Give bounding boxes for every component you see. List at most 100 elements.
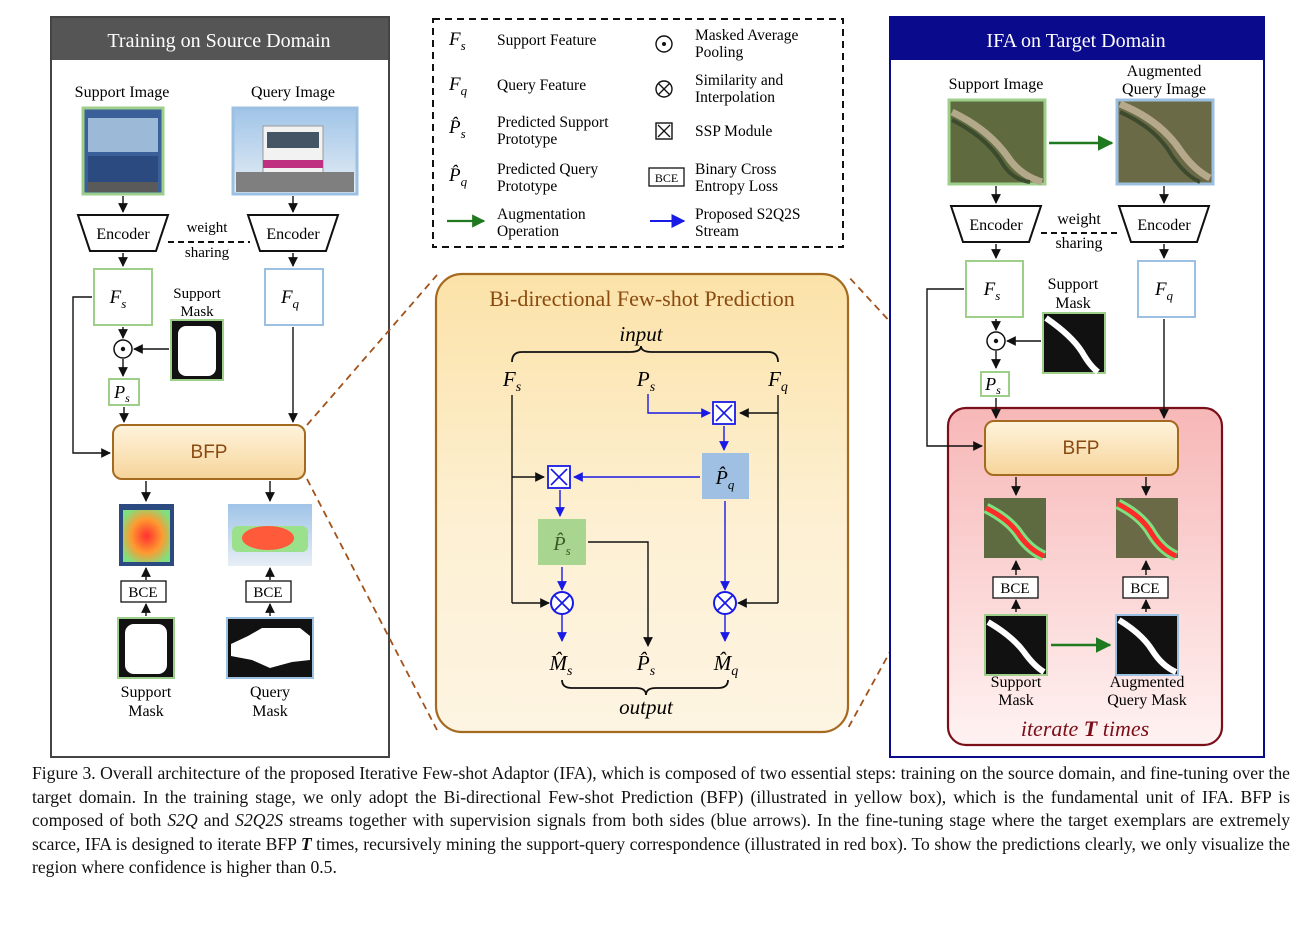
right-bfp-block: [984, 420, 1179, 476]
left-support-mask-image: [170, 319, 224, 381]
bfp-ps-hat-label: P̂s: [552, 532, 570, 558]
legend-ps-hat-text-1: Predicted Support: [497, 114, 609, 131]
caption-t: T: [300, 833, 312, 854]
right-query-bce-label: BCE: [1130, 581, 1159, 597]
left-ps-box: [108, 378, 140, 406]
left-support-encoder: [76, 214, 170, 252]
legend-map-text-2: Pooling: [695, 44, 743, 61]
right-support-mask-image: [1042, 312, 1106, 375]
left-bfp-label: BFP: [191, 442, 228, 463]
left-query-encoder-label: Encoder: [266, 226, 320, 243]
left-fq-box: [264, 268, 324, 326]
bfp-ps-label: Ps: [636, 367, 656, 395]
right-bottom-aug-label-2: Query Mask: [1107, 692, 1187, 709]
right-support-prediction-image: [983, 498, 1047, 562]
legend-s2q2s-text-1: Proposed S2Q2S: [695, 206, 801, 223]
bfp-output-label: output: [619, 695, 674, 719]
bfp-detail-frame: [434, 272, 850, 734]
right-aug-query-label-1: Augmented: [1127, 63, 1202, 80]
left-support-image: [81, 106, 165, 196]
legend-map-text-1: Masked Average: [695, 27, 799, 44]
left-fs-label: Fs: [109, 287, 127, 311]
caption-part-3: times, recursively mining the support-qu…: [32, 833, 1290, 878]
left-sharing-label: sharing: [185, 245, 230, 261]
right-support-image: [947, 98, 1047, 186]
left-query-bce-label: BCE: [253, 585, 282, 601]
left-query-bce-box: [245, 580, 292, 603]
iterate-label: iterate T times: [1021, 716, 1149, 741]
right-bfp-label: BFP: [1063, 438, 1100, 459]
bfp-out-ps-hat-label: P̂s: [636, 651, 656, 679]
bfp-fq-label: Fq: [767, 367, 788, 395]
left-query-encoder: [246, 214, 340, 252]
legend-similarity-text-2: Interpolation: [695, 89, 775, 106]
legend-augmentation-text-1: Augmentation: [497, 206, 586, 223]
left-query-image-label: Query Image: [251, 84, 335, 101]
legend-s2q2s-text-2: Stream: [695, 223, 739, 240]
bfp-pq-hat-box: [702, 453, 749, 499]
left-bottom-query-label-1: Query: [250, 684, 290, 701]
bfp-input-label: input: [619, 322, 663, 346]
right-support-encoder-label: Encoder: [969, 217, 1023, 234]
left-panel: Training on Source Domain Support Image …: [50, 16, 390, 758]
legend: Fs Support Feature Fq Query Feature P̂s …: [432, 18, 844, 248]
bfp-pq-hat-label: P̂q: [715, 466, 735, 492]
legend-ps-hat-text-2: Prototype: [497, 131, 557, 148]
right-support-bce-box: [992, 576, 1039, 599]
caption-part-2: streams together with supervision signal…: [32, 810, 1291, 854]
right-weight-label: weight: [1057, 211, 1101, 228]
left-panel-header: [52, 18, 388, 60]
legend-bce-text-1: Binary Cross: [695, 161, 776, 178]
left-bottom-query-label-2: Mask: [252, 703, 288, 720]
right-aug-query-image: [1115, 98, 1215, 186]
right-bottom-aug-mask-image: [1115, 614, 1179, 676]
right-panel-title: IFA on Target Domain: [986, 30, 1165, 52]
legend-similarity-text-1: Similarity and: [695, 72, 784, 89]
right-ps-box: [980, 371, 1010, 397]
right-bottom-support-label-1: Support: [991, 674, 1042, 691]
left-query-image: [231, 106, 359, 196]
bfp-detail-title: Bi-directional Few-shot Prediction: [489, 286, 795, 311]
legend-pq-hat-text-2: Prototype: [497, 178, 557, 195]
legend-augmentation-text-2: Operation: [497, 223, 559, 240]
left-bottom-support-label-2: Mask: [128, 703, 164, 720]
right-panel-header: [891, 18, 1263, 60]
right-ps-label: Ps: [984, 374, 1001, 397]
left-support-image-label: Support Image: [75, 84, 170, 101]
left-support-encoder-label: Encoder: [96, 226, 150, 243]
right-fs-label: Fs: [983, 279, 1001, 303]
figure-caption: Figure 3. Overall architecture of the pr…: [32, 762, 1290, 880]
bfp-output-brace: [561, 679, 729, 696]
bfp-mq-hat-label: M̂q: [713, 651, 739, 679]
caption-and: and: [197, 810, 236, 830]
legend-frame: [432, 18, 844, 248]
caption-part-1: Figure 3. Overall architecture of the pr…: [32, 763, 1290, 830]
left-support-mask-label-2: Mask: [180, 304, 214, 320]
left-bfp-block: [112, 424, 306, 480]
right-fq-label: Fq: [1154, 279, 1174, 303]
legend-ps-hat-symbol: P̂s: [448, 117, 466, 141]
legend-fs-symbol: Fs: [448, 29, 466, 53]
legend-pq-hat-symbol: P̂q: [448, 165, 468, 189]
right-bottom-aug-label-1: Augmented: [1110, 674, 1185, 691]
legend-fq-text: Query Feature: [497, 77, 586, 94]
right-support-mask-label-1: Support: [1048, 276, 1099, 293]
legend-bce-text-2: Entropy Loss: [695, 178, 778, 195]
left-bottom-query-mask-image: [226, 617, 314, 679]
right-query-prediction-image: [1115, 498, 1179, 562]
right-support-image-label: Support Image: [949, 76, 1044, 93]
left-query-prediction-image: [228, 504, 312, 566]
right-query-encoder-label: Encoder: [1137, 217, 1191, 234]
left-bottom-support-label-1: Support: [121, 684, 172, 701]
caption-s2q2s: S2Q2S: [235, 810, 284, 830]
bfp-ms-hat-label: M̂s: [549, 651, 574, 679]
bfp-ps-hat-box: [538, 519, 586, 565]
legend-pq-hat-text-1: Predicted Query: [497, 161, 598, 178]
caption-s2q: S2Q: [167, 810, 198, 830]
left-support-bce-box: [120, 580, 167, 603]
left-weight-label: weight: [187, 220, 229, 236]
bfp-detail: Bi-directional Few-shot Prediction input…: [306, 272, 986, 734]
left-panel-title: Training on Source Domain: [107, 30, 330, 52]
right-sharing-label: sharing: [1055, 235, 1102, 252]
legend-fq-symbol: Fq: [448, 74, 468, 98]
